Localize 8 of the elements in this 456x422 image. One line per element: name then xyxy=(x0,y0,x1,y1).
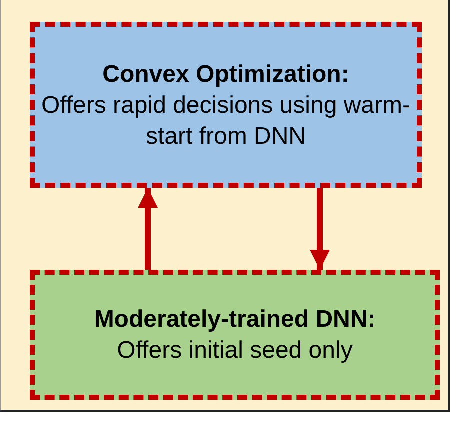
process-box xyxy=(30,22,422,188)
box-heading: Convex Optimization: xyxy=(102,60,350,90)
box-heading: Moderately-trained DNN: xyxy=(94,305,376,335)
arrow xyxy=(138,188,158,270)
box-text: Offers initial seed only xyxy=(117,336,353,366)
arrow xyxy=(310,188,330,270)
box-text: Offers rapid decisions using warm-start from DNN xyxy=(40,90,412,152)
process-box xyxy=(30,270,440,400)
